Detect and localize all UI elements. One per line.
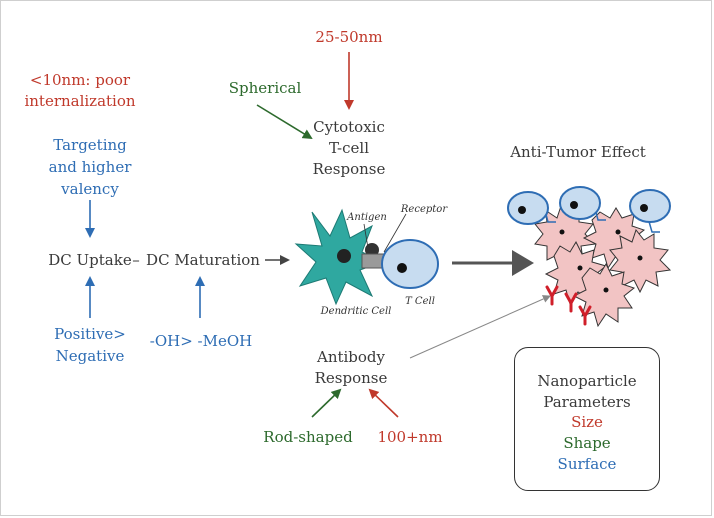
antigen-pointer [363,223,369,249]
size-large-arrow [368,388,399,418]
legend-title-line2: Parameters [543,393,631,411]
t-cell-icon [381,239,439,289]
t-cell-label: T Cell [405,296,435,307]
cytotoxic-label-line3: Response [312,160,386,178]
legend-shape: Shape [563,434,611,452]
dash-label: – [132,251,140,269]
anti-tumor-label: Anti-Tumor Effect [510,143,646,161]
receptor-label: Receptor [400,204,448,215]
antibody-label-line1: Antibody [316,348,386,366]
size-mid-label: 25-50nm [315,28,383,46]
tumor-t-cells [507,186,671,233]
antibody-label-line2: Response [314,369,388,387]
antibody-to-tumor-arrow [409,295,551,359]
legend-title-line1: Nanoparticle [537,372,637,390]
receptor-pointer [383,213,407,253]
cytotoxic-label-line2: T-cell [328,139,369,157]
spherical-arrow [256,104,313,140]
rod-arrow [311,388,342,418]
targeting-label-line1: Targeting [53,136,127,154]
spherical-label: Spherical [228,79,302,97]
legend-size: Size [571,413,603,431]
antibodies [545,285,592,326]
rod-shaped-label: Rod-shaped [263,428,353,446]
size-small-label-line1: <10nm: poor [29,71,131,89]
dc-maturation-label: DC Maturation [146,251,260,269]
targeting-label-line2: and higher [48,158,132,176]
positive-label-line2: Negative [55,347,125,365]
main-effect-arrow [452,250,534,276]
dendritic-cell-label: Dendritic Cell [320,306,392,317]
positive-label-line1: Positive> [54,325,126,343]
dc-uptake-label: DC Uptake [48,251,132,269]
size-small-label-line2: internalization [24,92,136,110]
legend-box: Nanoparticle Parameters Size Shape Surfa… [514,347,660,491]
cytotoxic-label-line1: Cytotoxic [313,118,385,136]
targeting-label-line3: valency [61,180,119,198]
antigen-label: Antigen [347,212,387,223]
size-large-label: 100+nm [377,428,443,446]
legend-surface: Surface [557,455,617,473]
dendritic-cell [294,208,385,306]
tumor-cluster [534,204,672,328]
surface-chem-label: -OH> -MeOH [149,332,253,350]
